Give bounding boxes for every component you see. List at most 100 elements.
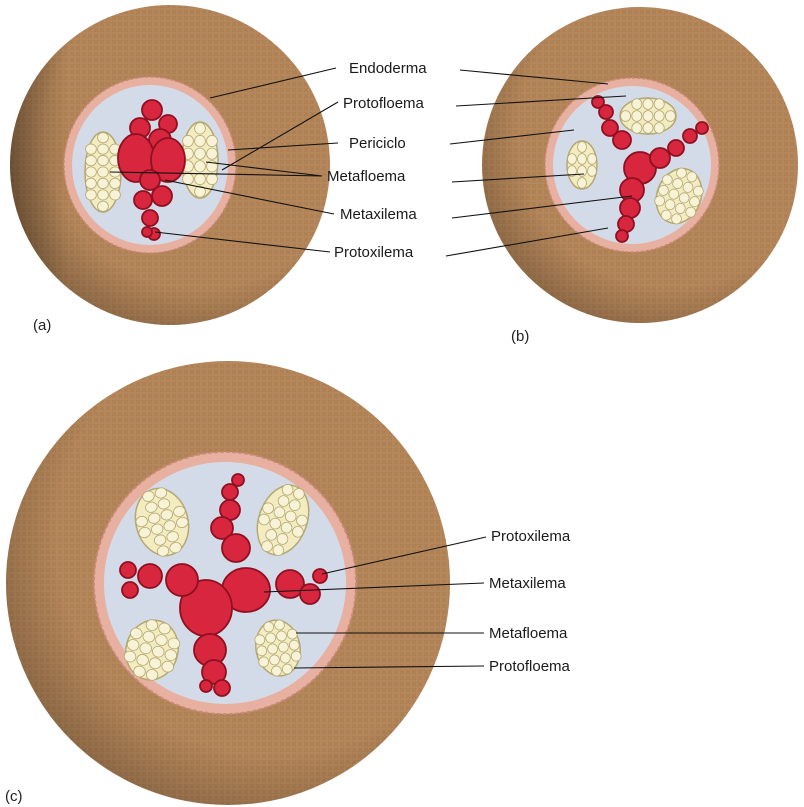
- label-protoxilema-c: Protoxilema: [491, 528, 571, 545]
- phloem-cell: [169, 542, 182, 554]
- phloem-cell: [138, 526, 151, 539]
- phloem-cell: [267, 643, 278, 655]
- phloem-cell: [148, 657, 162, 670]
- phloem-cell: [258, 513, 270, 526]
- phloem-cell: [642, 98, 654, 110]
- phloem-cell: [148, 512, 161, 524]
- phloem-cell: [139, 642, 152, 655]
- phloem-cell: [567, 153, 577, 165]
- xylem-vessel: [141, 209, 159, 227]
- phloem-cell: [265, 632, 276, 644]
- phloem-cell: [269, 517, 282, 530]
- phloem-cell: [161, 660, 174, 673]
- phloem-cell: [152, 645, 165, 658]
- label-metaxilema-a: Metaxilema: [340, 206, 417, 223]
- phloem-cell: [142, 490, 155, 502]
- phloem-cell: [685, 206, 697, 218]
- phloem-cell: [281, 663, 293, 675]
- phloem-group-a: [84, 121, 219, 213]
- phloem-cell: [156, 545, 170, 557]
- xylem-vessel: [210, 516, 234, 540]
- phloem-cell: [97, 189, 109, 201]
- phloem-cell: [265, 529, 278, 541]
- phloem-cell: [689, 196, 700, 208]
- phloem-cell: [194, 172, 206, 186]
- xylem-vessel: [695, 121, 709, 135]
- phloem-cell: [577, 153, 587, 165]
- leader-protofloema-c: [293, 665, 485, 669]
- xylem-vessel: [199, 679, 213, 693]
- phloem-cell: [587, 153, 597, 165]
- label-protoxilema-a: Protoxilema: [334, 244, 414, 261]
- leader-protofloema-a: [221, 101, 339, 171]
- phloem-cell: [276, 533, 289, 545]
- phloem-cell: [284, 510, 297, 523]
- phloem-cell: [167, 637, 181, 650]
- phloem-cell: [577, 177, 587, 189]
- phloem-cell: [654, 195, 666, 207]
- phloem-cell: [280, 652, 291, 664]
- phloem-cell: [85, 166, 97, 178]
- xylem-vessel: [151, 185, 173, 207]
- root-section-a: [10, 5, 330, 325]
- phloem-strand-outline: [566, 140, 598, 190]
- phloem-cell: [130, 627, 143, 640]
- panel-c: Protoxilema Metaxilema Metafloema Protof…: [5, 361, 571, 805]
- phloem-cell: [653, 98, 665, 110]
- phloem-cell: [97, 132, 109, 144]
- panel-tag-b: (b): [511, 328, 529, 345]
- phloem-cell: [194, 160, 206, 173]
- phloem-cell: [653, 110, 665, 122]
- phloem-cell: [157, 498, 171, 510]
- phloem-group-c: [123, 483, 310, 681]
- xylem-vessel: [619, 197, 641, 219]
- phloem-cell: [142, 630, 156, 643]
- phloem-cell: [674, 202, 686, 214]
- phloem-cell: [678, 192, 690, 204]
- phloem-cell: [288, 499, 301, 511]
- phloem-cell: [672, 178, 684, 190]
- phloem-cell: [135, 516, 148, 528]
- xylem-vessel: [299, 583, 321, 605]
- phloem-cell: [173, 505, 186, 518]
- phloem-cell: [194, 185, 206, 198]
- phloem-cell: [668, 188, 680, 200]
- phloem-cell: [293, 488, 305, 500]
- phloem-cell: [272, 544, 285, 557]
- phloem-cell: [145, 669, 159, 681]
- label-metafloema-c: Metafloema: [489, 625, 568, 642]
- phloem-cell: [664, 199, 676, 211]
- phloem-cell: [263, 621, 275, 633]
- phloem-cell: [194, 122, 206, 135]
- xylem-vessel: [601, 119, 619, 137]
- phloem-cell: [661, 174, 673, 186]
- phloem-cell: [692, 185, 704, 197]
- phloem-cell: [145, 619, 159, 631]
- phloem-cell: [620, 110, 632, 122]
- root-section-c: [6, 361, 450, 805]
- phloem-cell: [288, 639, 300, 651]
- label-protofloema-c: Protofloema: [489, 658, 571, 675]
- phloem-strand: [566, 140, 598, 190]
- phloem-cell: [160, 509, 174, 521]
- xylem-vessel: [141, 226, 153, 238]
- phloem-cell: [676, 167, 687, 179]
- leader-periciclo-a: [227, 142, 339, 151]
- phloem-cell: [97, 177, 109, 189]
- phloem-cell: [274, 619, 285, 631]
- phloem-cell: [254, 634, 266, 646]
- label-metafloema-a: Metafloema: [327, 168, 406, 185]
- leader-metafloema-b: [451, 173, 585, 183]
- phloem-cell: [258, 656, 270, 668]
- phloem-strand: [254, 619, 302, 677]
- phloem-cell: [660, 209, 672, 221]
- xylem-vessel: [133, 190, 153, 210]
- leader-endoderma-a: [209, 67, 337, 99]
- xylem-vessel: [137, 563, 163, 589]
- phloem-cell: [261, 540, 273, 552]
- phloem-strand: [654, 167, 704, 225]
- xylem-vessel: [591, 95, 605, 109]
- phloem-cell: [126, 639, 140, 651]
- leader-periciclo-b: [449, 129, 575, 145]
- phloem-cell: [158, 622, 171, 635]
